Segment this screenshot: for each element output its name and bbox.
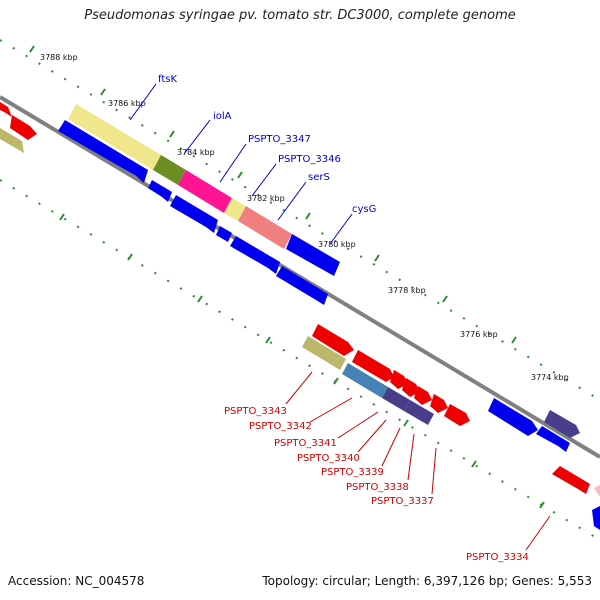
gene-cysG[interactable]	[286, 234, 340, 276]
gene-red-f1[interactable]	[312, 324, 354, 356]
tick-3776: 3776 kbp	[442, 295, 498, 339]
gene-red-r1[interactable]	[552, 466, 590, 494]
gene-pink-edge[interactable]	[594, 485, 600, 497]
accession-text: Accession: NC_004578	[8, 574, 145, 588]
tick-3786: 3786 kbp	[100, 88, 146, 108]
tick-label: 3786 kbp	[108, 99, 146, 108]
label-PSPTO_3347[interactable]: PSPTO_3347	[248, 134, 311, 145]
tick-3774: 3774 kbp	[511, 336, 569, 382]
gene-red-edge-1[interactable]	[0, 102, 12, 117]
tick-3782: 3782 kbp	[237, 171, 285, 203]
gene-blue-r7[interactable]	[536, 426, 570, 452]
gene-serS[interactable]	[238, 206, 292, 249]
label-PSPTO_3339[interactable]: PSPTO_3339	[321, 467, 384, 478]
gene-khaki-edge[interactable]	[0, 128, 24, 153]
outer-ruler-track	[0, 39, 600, 401]
tick-label: 3778 kbp	[388, 286, 426, 295]
label-serS[interactable]: serS	[308, 172, 330, 183]
gene-blue-r2[interactable]	[148, 180, 172, 202]
label-ftsK[interactable]: ftsK	[158, 74, 177, 85]
gene-red-f7[interactable]	[444, 404, 470, 426]
gene-blue-f1[interactable]	[488, 398, 538, 436]
tick-3788: 3788 kbp	[29, 45, 78, 62]
label-PSPTO_3337[interactable]: PSPTO_3337	[371, 496, 434, 507]
inner-ruler-track	[0, 179, 600, 541]
label-PSPTO_3338[interactable]: PSPTO_3338	[346, 482, 409, 493]
gene-ftsK[interactable]	[68, 104, 161, 170]
gene-red-f4[interactable]	[402, 378, 420, 397]
forward-strand-genes	[68, 104, 340, 276]
tick-3784: 3784 kbp	[169, 130, 215, 157]
tick-3778: 3778 kbp	[374, 254, 426, 295]
gene-PSPTO_3340[interactable]	[404, 400, 434, 425]
label-cysG[interactable]: cysG	[352, 204, 376, 215]
tick-label: 3788 kbp	[40, 53, 78, 62]
gene-blue-r3[interactable]	[170, 195, 218, 233]
gene-blue-edge[interactable]	[592, 506, 600, 530]
gene-red-f5[interactable]	[414, 386, 432, 405]
tick-label: 3784 kbp	[177, 148, 215, 157]
tick-label: 3782 kbp	[247, 194, 285, 203]
label-PSPTO_3342[interactable]: PSPTO_3342	[249, 421, 312, 432]
label-PSPTO_3341[interactable]: PSPTO_3341	[274, 438, 337, 449]
gene-blue-r4[interactable]	[216, 226, 232, 242]
lower-reverse-genes	[342, 363, 600, 530]
genome-summary-text: Topology: circular; Length: 6,397,126 bp…	[262, 574, 592, 588]
lower-callouts	[285, 371, 551, 551]
reverse-strand-genes	[58, 120, 328, 305]
lower-forward-genes	[302, 324, 580, 438]
label-iolA[interactable]: iolA	[213, 111, 232, 122]
gene-PSPTO_3346[interactable]	[224, 198, 246, 221]
gene-PSPTO_3342[interactable]	[342, 363, 388, 398]
gene-PSPTO_3341[interactable]	[382, 387, 410, 411]
gene-red-f6[interactable]	[430, 394, 448, 413]
gene-PSPTO_3347[interactable]	[178, 170, 232, 213]
gene-blue-r1[interactable]	[58, 120, 148, 183]
tick-label: 3774 kbp	[531, 373, 569, 382]
gene-navy-f1[interactable]	[544, 410, 580, 438]
gene-iolA[interactable]	[153, 155, 186, 185]
gene-blue-r6[interactable]	[276, 266, 328, 305]
label-PSPTO_3334[interactable]: PSPTO_3334	[466, 552, 529, 563]
gene-red-edge-2[interactable]	[10, 115, 37, 140]
tick-3780: 3780 kbp	[305, 212, 356, 249]
gene-blue-r5[interactable]	[230, 236, 280, 274]
map-title: Pseudomonas syringae pv. tomato str. DC3…	[84, 8, 516, 23]
upper-callouts	[129, 83, 353, 245]
gene-red-f3[interactable]	[390, 370, 408, 389]
upper-gene-labels: ftsK iolA PSPTO_3347 PSPTO_3346 serS cys…	[158, 74, 376, 215]
tick-label: 3776 kbp	[460, 330, 498, 339]
label-PSPTO_3346[interactable]: PSPTO_3346	[278, 154, 341, 165]
lower-gene-labels: PSPTO_3343 PSPTO_3342 PSPTO_3341 PSPTO_3…	[224, 406, 529, 563]
label-PSPTO_3340[interactable]: PSPTO_3340	[297, 453, 360, 464]
inner-ticks	[59, 213, 545, 509]
gene-red-f2[interactable]	[352, 350, 394, 382]
tick-label: 3780 kbp	[318, 240, 356, 249]
label-PSPTO_3343[interactable]: PSPTO_3343	[224, 406, 287, 417]
gene-PSPTO_3343[interactable]	[302, 336, 346, 370]
